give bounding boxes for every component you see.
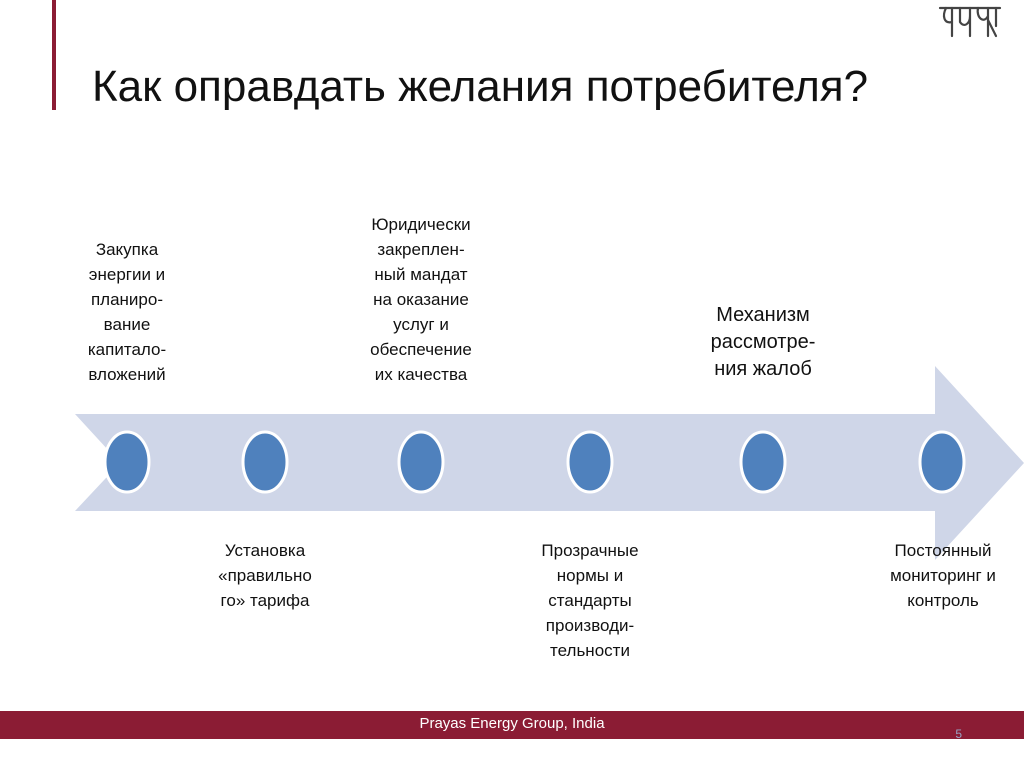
step-label-tariff: Установка «правильно го» тарифа — [218, 541, 312, 610]
prayas-logo — [938, 6, 1002, 38]
footer-text: Prayas Energy Group, India — [419, 715, 605, 732]
slide-title: Как оправдать желания потребителя? — [92, 62, 869, 111]
page-number: 5 — [955, 727, 962, 741]
timeline-node-1 — [103, 430, 151, 494]
step-label-legal-mandate: Юридически закреплен- ный мандат на оказ… — [370, 215, 472, 384]
timeline-node-6 — [918, 430, 966, 494]
timeline-node-3 — [397, 430, 445, 494]
accent-bar — [52, 0, 56, 110]
step-label-procurement: Закупка энергии и планиро- вание капитал… — [87, 240, 167, 384]
timeline-node-4 — [566, 430, 614, 494]
footer-bar: Prayas Energy Group, India — [0, 711, 1024, 739]
timeline-nodes — [103, 430, 966, 494]
timeline-arrow — [75, 366, 1024, 560]
timeline-node-5 — [739, 430, 787, 494]
step-label-monitoring: Постоянный мониторинг и контроль — [890, 541, 996, 610]
step-label-standards: Прозрачные нормы и стандарты производи- … — [541, 541, 639, 660]
step-label-complaints: Механизм рассмотре- ния жалоб — [710, 304, 816, 380]
timeline-node-2 — [241, 430, 289, 494]
